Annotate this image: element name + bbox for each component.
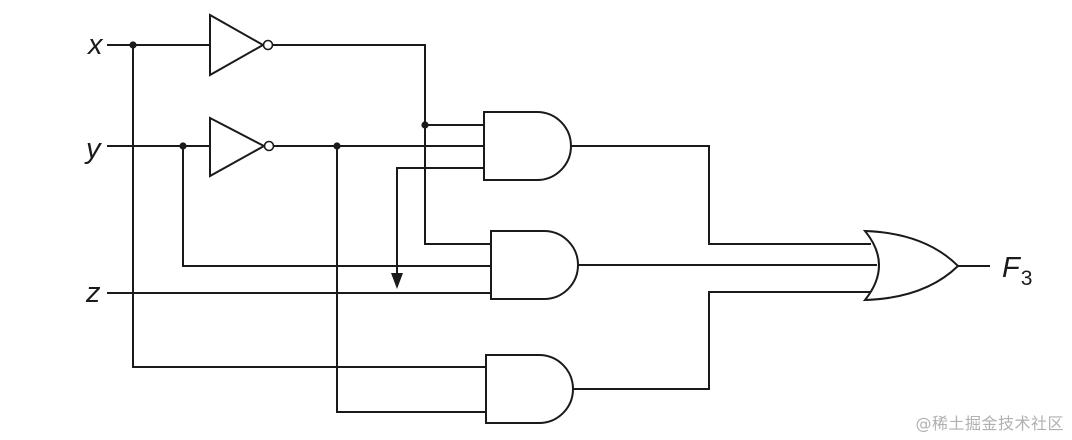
junction-dot-xnot <box>421 121 429 129</box>
input-label-y: y <box>84 133 102 165</box>
and-gate-2 <box>490 230 579 300</box>
output-label-subscript: 3 <box>1021 267 1033 290</box>
not-gate-y <box>209 116 267 178</box>
not-gate-x-bubble <box>262 39 274 51</box>
output-label: F3 <box>1002 252 1032 290</box>
arrowhead-down <box>391 273 403 289</box>
input-label-x: x <box>86 29 104 61</box>
junction-dot-y <box>179 142 187 150</box>
not-gate-x <box>209 13 266 77</box>
and-gate-1 <box>483 111 572 181</box>
junction-dot-ynot <box>333 142 341 150</box>
wire-and1-to-or <box>571 145 871 245</box>
or-gate <box>862 229 960 302</box>
wire-x-to-and3 <box>132 45 486 368</box>
wire-xnot-trunk <box>273 44 491 245</box>
input-label-z: z <box>85 277 101 309</box>
wire-and3-to-or <box>573 291 871 390</box>
junction-dot-x <box>129 41 137 49</box>
output-label-name: F <box>1002 252 1022 284</box>
not-gate-y-bubble <box>263 140 275 152</box>
wire-and1-input3-arrow <box>396 167 484 280</box>
wire-y-to-and2 <box>182 146 491 267</box>
wire-ynot-to-and3 <box>336 146 486 413</box>
and-gate-3 <box>485 354 574 424</box>
watermark: @稀土掘金技术社区 <box>915 414 1064 433</box>
